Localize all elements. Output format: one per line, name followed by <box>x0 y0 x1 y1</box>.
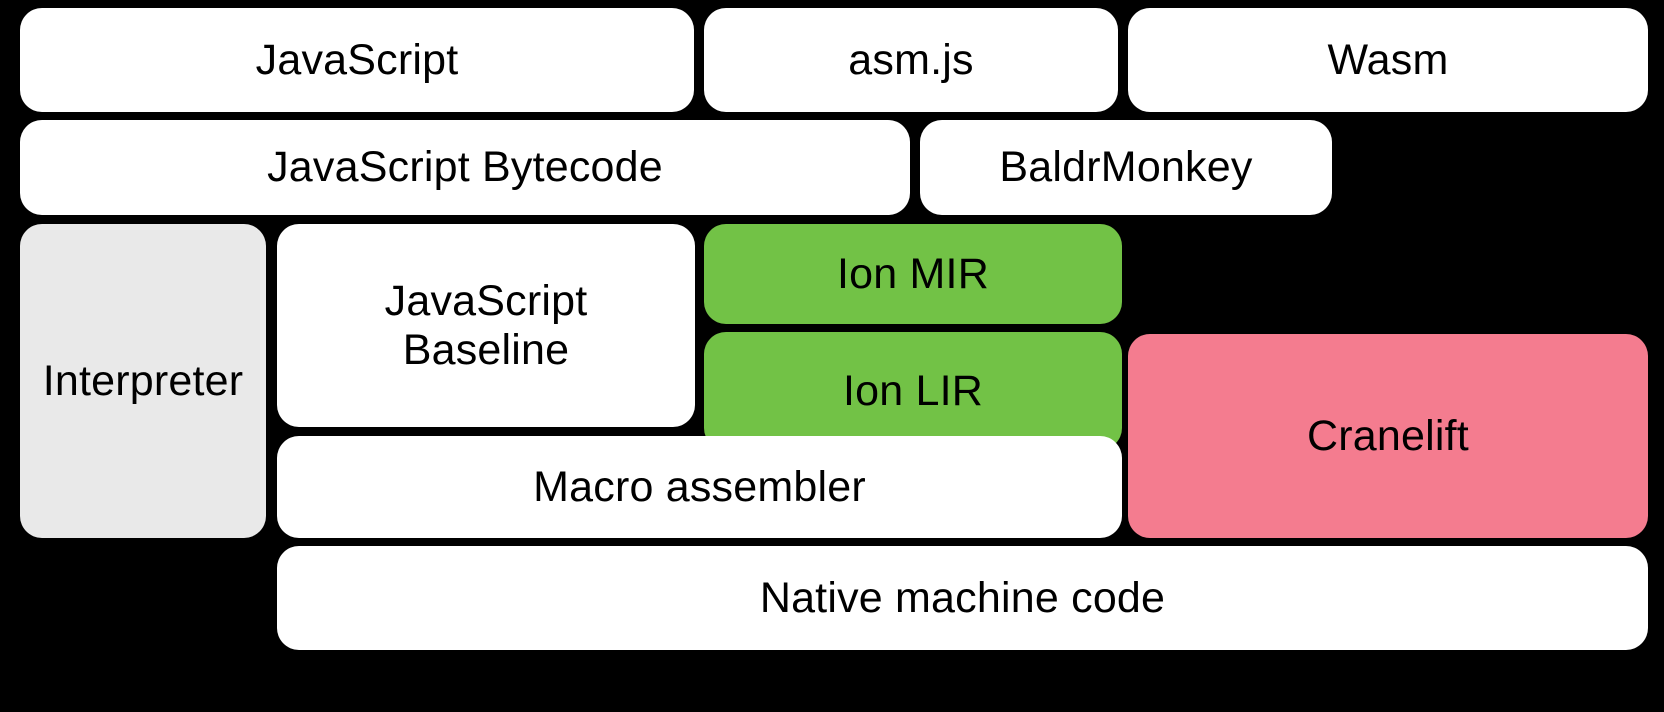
node-wasm[interactable]: Wasm <box>1128 8 1648 112</box>
node-ion-lir[interactable]: Ion LIR <box>704 332 1122 450</box>
node-label: JavaScript Baseline <box>384 277 588 374</box>
node-label: BaldrMonkey <box>999 143 1253 192</box>
node-label: Native machine code <box>759 573 1166 622</box>
node-label: Interpreter <box>42 356 244 405</box>
node-label: Cranelift <box>1307 411 1469 460</box>
node-cranelift[interactable]: Cranelift <box>1128 334 1648 538</box>
node-label: JavaScript <box>255 35 459 84</box>
node-js-baseline[interactable]: JavaScript Baseline <box>277 224 695 427</box>
node-label: asm.js <box>848 35 974 84</box>
node-label: Wasm <box>1327 35 1449 84</box>
node-label: Macro assembler <box>533 462 866 511</box>
node-macro-assembler[interactable]: Macro assembler <box>277 436 1122 538</box>
node-js-bytecode[interactable]: JavaScript Bytecode <box>20 120 910 215</box>
node-native-code[interactable]: Native machine code <box>277 546 1648 650</box>
node-label: Ion LIR <box>842 366 984 415</box>
node-ion-mir[interactable]: Ion MIR <box>704 224 1122 324</box>
node-label: Ion MIR <box>837 249 989 298</box>
node-asmjs[interactable]: asm.js <box>704 8 1118 112</box>
node-javascript[interactable]: JavaScript <box>20 8 694 112</box>
node-label: JavaScript Bytecode <box>267 143 663 192</box>
node-interpreter[interactable]: Interpreter <box>20 224 266 538</box>
node-baldrmonkey[interactable]: BaldrMonkey <box>920 120 1332 215</box>
